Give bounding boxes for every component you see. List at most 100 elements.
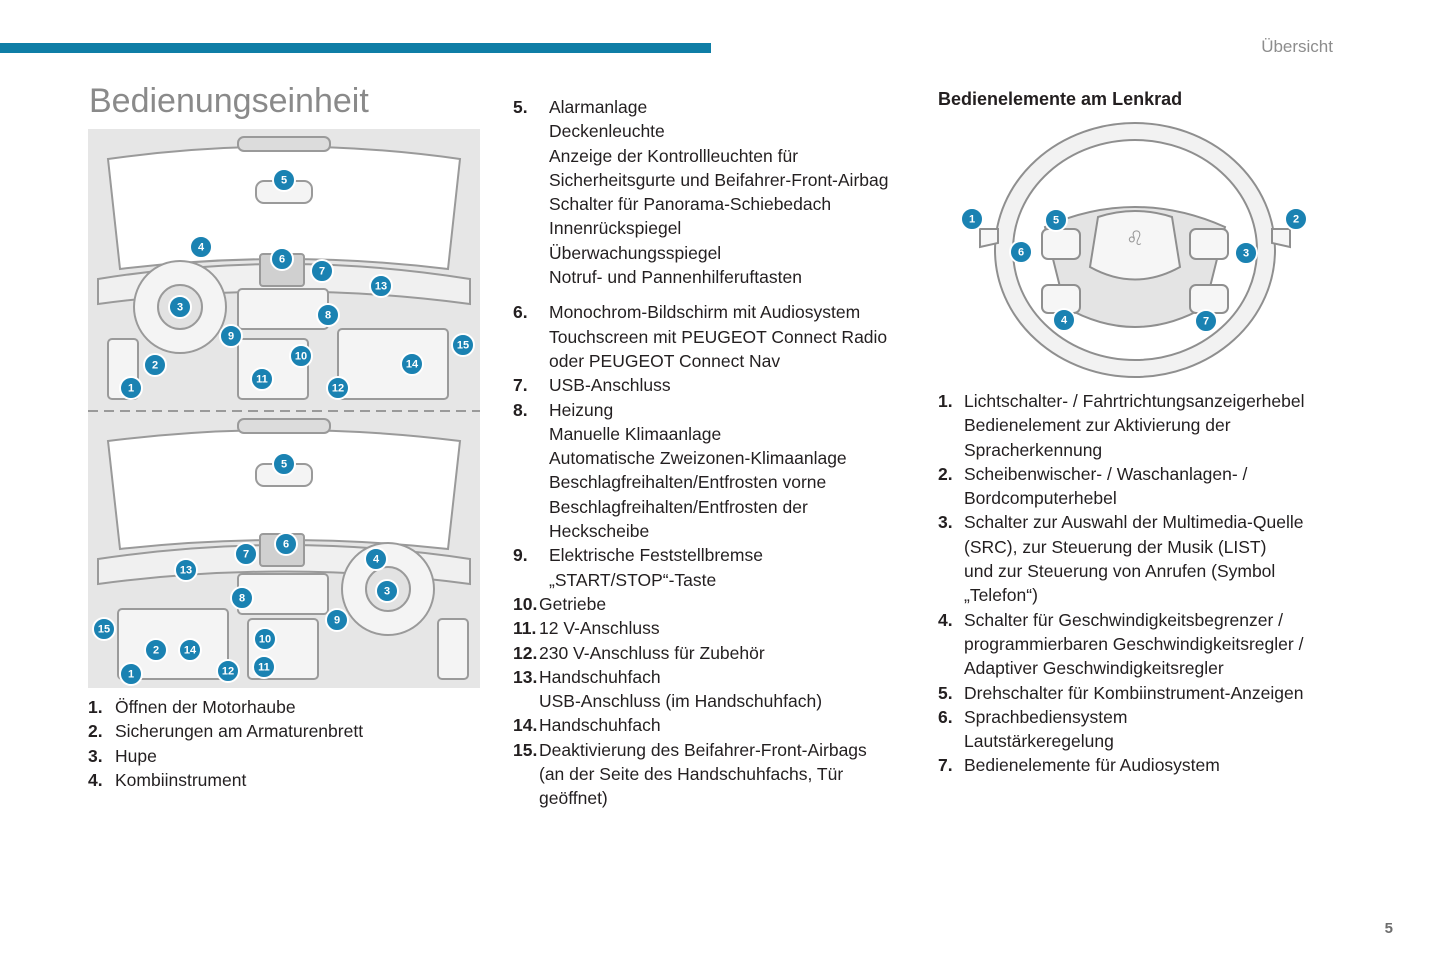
- legend-text: 230 V-Anschluss für Zubehör: [539, 642, 765, 663]
- callout-number: 4: [373, 554, 380, 566]
- legend-item: 7. USB-Anschluss: [513, 373, 913, 397]
- callout-number: 13: [375, 281, 387, 293]
- legend-number: 15.: [513, 739, 538, 760]
- legend-text: Heizung Manuelle Klimaanlage Automatisch…: [549, 399, 847, 542]
- callout-number: 1: [128, 383, 134, 395]
- callout-number: 3: [177, 302, 183, 314]
- callout-number: 13: [180, 565, 192, 577]
- header-accent-bar: [0, 43, 711, 53]
- callout-number: 7: [319, 266, 325, 278]
- legend-number: 9.: [513, 545, 528, 566]
- legend-item: 12.230 V-Anschluss für Zubehör: [513, 641, 913, 665]
- callout-marker: [289, 344, 313, 368]
- callout-marker: [369, 274, 393, 298]
- callout-number: 5: [1053, 215, 1059, 227]
- legend-text: USB-Anschluss: [549, 375, 671, 396]
- legend-number: 12.: [513, 642, 538, 663]
- callout-marker: [272, 168, 296, 192]
- legend-text: Sicherungen am Armaturenbrett: [115, 721, 364, 742]
- callout-number: 12: [332, 383, 344, 395]
- callout-marker: [168, 295, 192, 319]
- legend-item: 2.Scheibenwischer- / Waschanlagen- / Bor…: [938, 462, 1338, 511]
- legend-text: Sprachbediensystem Lautstärkeregelung: [964, 706, 1128, 752]
- legend-text: Öffnen der Motorhaube: [115, 697, 296, 717]
- callout-marker: [143, 353, 167, 377]
- legend-item: 11.12 V-Anschluss: [513, 616, 913, 640]
- callout-marker: [274, 532, 298, 556]
- callout-number: 3: [384, 586, 390, 598]
- callout-marker: [326, 376, 350, 400]
- legend-item: 15.Deaktivierung des Beifahrer-Front-Air…: [513, 738, 913, 811]
- callout-number: 6: [1018, 247, 1024, 259]
- legend-item: 9.Elektrische Feststellbremse „START/STO…: [513, 543, 913, 592]
- legend-number: 3.: [88, 745, 103, 766]
- callout-marker: [1284, 207, 1308, 231]
- callout-number: 2: [152, 360, 158, 372]
- callout-marker: [364, 547, 388, 571]
- legend-number: 14.: [513, 715, 538, 736]
- callout-number: 4: [1061, 315, 1068, 327]
- callout-marker: [310, 259, 334, 283]
- legend-item: 2.Sicherungen am Armaturenbrett: [88, 719, 488, 743]
- callout-marker: [1044, 208, 1068, 232]
- legend-text: 12 V-Anschluss: [539, 618, 660, 639]
- callout-marker: [270, 247, 294, 271]
- legend-number: 13.: [513, 666, 538, 687]
- callout-marker: [1234, 241, 1258, 265]
- callout-number: 11: [256, 374, 268, 386]
- callout-marker: [316, 303, 340, 327]
- callout-marker: [1194, 309, 1218, 333]
- callout-number: 7: [1203, 316, 1209, 328]
- callout-number: 15: [98, 624, 110, 636]
- callout-number: 10: [295, 351, 307, 363]
- callout-number: 5: [281, 175, 287, 187]
- legend-number: 1.: [938, 391, 953, 411]
- callout-number: 8: [325, 310, 331, 322]
- callout-number: 11: [258, 662, 270, 674]
- callout-number: 8: [239, 593, 245, 605]
- callout-marker: [400, 352, 424, 376]
- callout-marker: [216, 659, 240, 683]
- callout-marker: [253, 627, 277, 651]
- legend-number: 5.: [938, 682, 953, 703]
- legend-number: 6.: [938, 706, 953, 727]
- legend-item: 5.Drehschalter für Kombiinstrument-Anzei…: [938, 681, 1338, 705]
- callout-marker: [219, 324, 243, 348]
- legend-number: 2.: [938, 463, 953, 484]
- legend-number: 8.: [513, 399, 528, 420]
- callout-marker: [189, 235, 213, 259]
- callout-marker: [119, 662, 143, 686]
- peugeot-lion-icon: ♌: [1126, 226, 1144, 250]
- page-title: Bedienungseinheit: [89, 82, 369, 120]
- callout-marker: [252, 655, 276, 679]
- callout-number: 7: [243, 549, 249, 561]
- callout-number: 6: [279, 254, 285, 266]
- callout-marker: [250, 367, 274, 391]
- legend-text: Kombiinstrument: [115, 769, 247, 790]
- callout-number: 5: [281, 459, 287, 471]
- legend-item: 8. Heizung Manuelle Klimaanlage Automatis…: [513, 398, 913, 544]
- legend-number: 7.: [513, 375, 528, 396]
- callout-marker: [230, 586, 254, 610]
- callout-marker: [325, 608, 349, 632]
- legend-item: 3.Schalter zur Auswahl der Multimedia-Qu…: [938, 510, 1338, 607]
- callout-marker: [119, 376, 143, 400]
- callout-number: 4: [198, 242, 205, 254]
- callout-marker: [144, 638, 168, 662]
- legend-number: 7.: [938, 755, 953, 776]
- callout-number: 3: [1243, 248, 1249, 260]
- legend-item: 7.Bedienelemente für Audiosystem: [938, 753, 1338, 777]
- callout-number: 9: [228, 331, 234, 343]
- legend-number: 6.: [513, 302, 528, 323]
- callout-number: 12: [222, 666, 234, 678]
- legend-item: 1.Öffnen der Motorhaube: [88, 695, 488, 719]
- legend-number: 3.: [938, 512, 953, 533]
- page-number: 5: [1384, 920, 1393, 937]
- callout-marker: [1052, 308, 1076, 332]
- steering-heading: Bedienelemente am Lenkrad: [938, 89, 1183, 109]
- callout-marker: [234, 542, 258, 566]
